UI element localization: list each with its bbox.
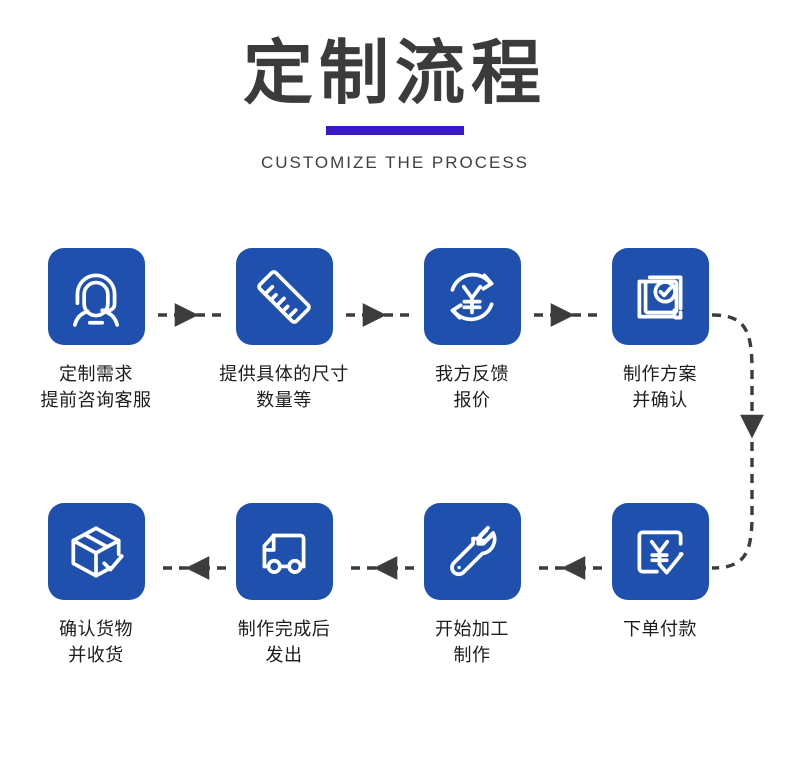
- flow-step-caption: 我方反馈 报价: [435, 364, 509, 412]
- flow-step-ship-out[interactable]: 制作完成后 发出: [219, 503, 349, 669]
- flow-step-caption: 确认货物 并收货: [59, 619, 133, 667]
- page-subtitle: CUSTOMIZE THE PROCESS: [260, 153, 530, 172]
- flow-step-caption: 开始加工 制作: [435, 619, 509, 667]
- flow-step-confirm-receive[interactable]: 确认货物 并收货: [31, 503, 161, 669]
- flow-step-tile[interactable]: [235, 248, 333, 345]
- flow-step-tile[interactable]: [423, 503, 521, 600]
- page-title: 定制流程: [243, 32, 547, 114]
- flow-row-2: 确认货物 并收货 制作完成后 发出: [0, 503, 790, 703]
- flow-step-tile[interactable]: [611, 248, 709, 345]
- flow-step-caption: 提供具体的尺寸 数量等: [219, 364, 349, 412]
- flow-step-tile[interactable]: [235, 503, 333, 600]
- flow-step-caption: 制作完成后 发出: [237, 619, 331, 667]
- flow-step-tile[interactable]: [47, 503, 145, 600]
- title-accent-rule-wrap: [0, 126, 790, 135]
- documents-check-icon: [637, 275, 683, 319]
- flow-row-1: 定制需求 提前咨询客服 提供具体的尺寸 数量等: [0, 248, 790, 448]
- flow-step-caption: 下单付款: [623, 619, 697, 640]
- flow-step-tile[interactable]: [423, 248, 521, 345]
- flow-step-tile[interactable]: [47, 248, 145, 345]
- title-accent-rule: [326, 126, 464, 135]
- flow-step-feedback-quote[interactable]: 我方反馈 报价: [407, 248, 537, 414]
- flow-step-customize-requirement[interactable]: 定制需求 提前咨询客服: [31, 248, 161, 414]
- flow-step-order-payment[interactable]: 下单付款: [595, 503, 725, 643]
- yuan-refresh-quote-icon: [450, 272, 494, 321]
- delivery-truck-icon: [262, 533, 306, 574]
- customer-service-headset-icon: [73, 273, 119, 327]
- flow-step-caption: 制作方案 并确认: [623, 364, 697, 412]
- flow-step-provide-size[interactable]: 提供具体的尺寸 数量等: [219, 248, 349, 414]
- page-header: 定制流程 CUSTOMIZE THE PROCESS: [0, 0, 790, 173]
- yuan-payment-check-icon: [637, 530, 684, 574]
- wrench-icon: [450, 525, 497, 576]
- process-flow: 定制需求 提前咨询客服 提供具体的尺寸 数量等: [0, 248, 790, 718]
- flow-step-tile[interactable]: [611, 503, 709, 600]
- ruler-icon: [257, 269, 311, 324]
- flow-step-caption: 定制需求 提前咨询客服: [40, 364, 152, 412]
- package-box-check-icon: [71, 525, 124, 578]
- flow-step-plan-confirm[interactable]: 制作方案 并确认: [595, 248, 725, 414]
- flow-step-start-production[interactable]: 开始加工 制作: [407, 503, 537, 669]
